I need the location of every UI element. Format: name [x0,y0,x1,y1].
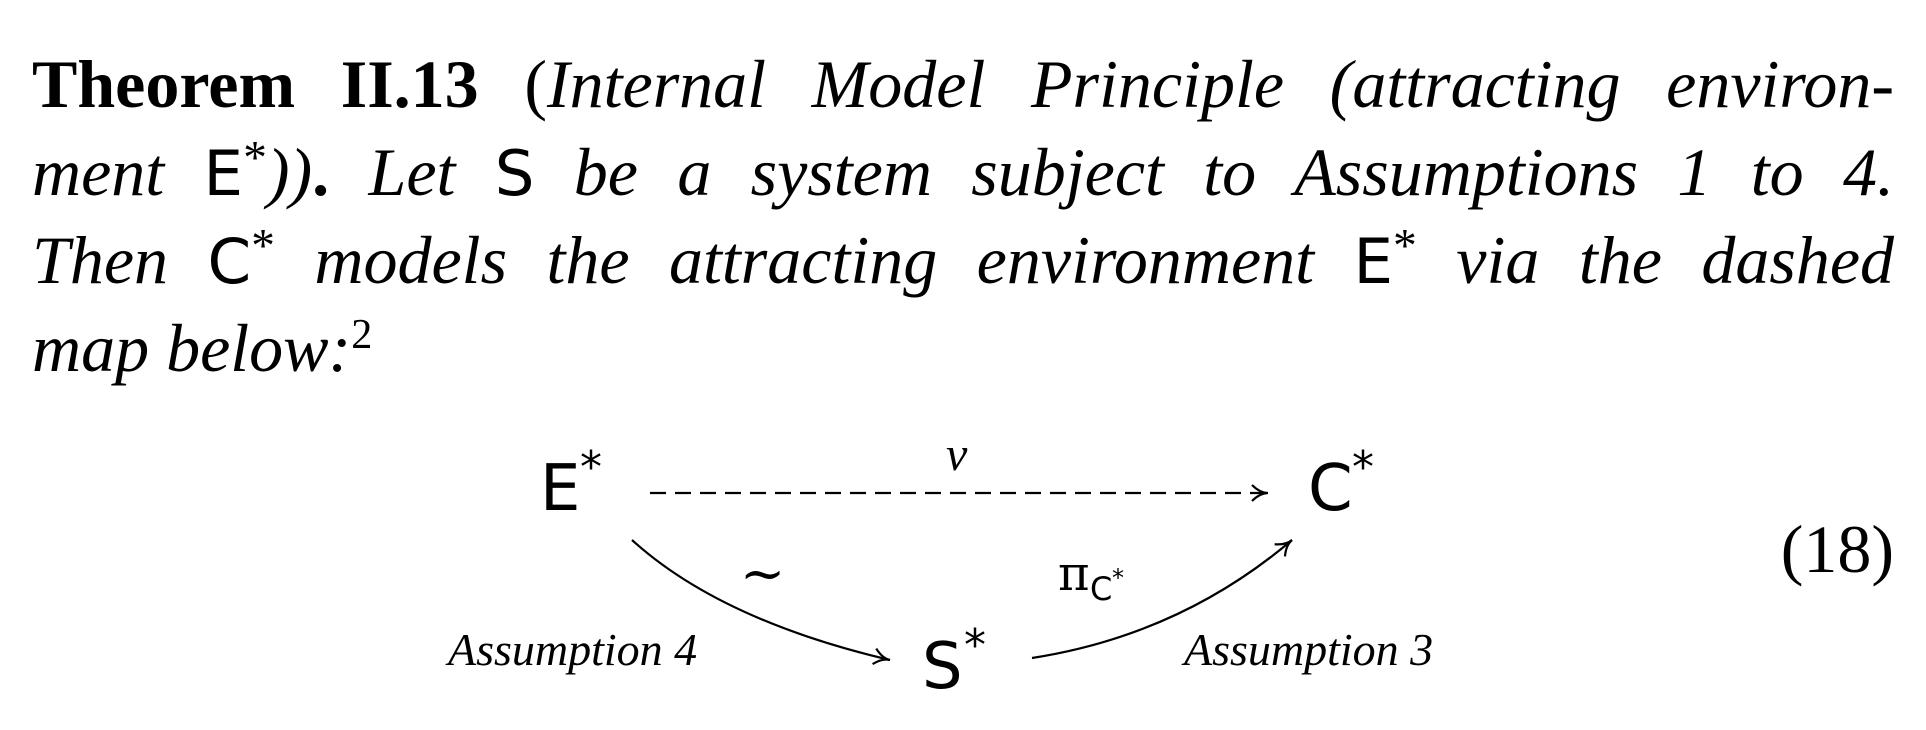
node-e-star-base: E [540,452,580,526]
theorem-line-2: ment E*)). Let S be a system subject to … [32,128,1894,216]
theorem-name-close: )) [266,134,313,210]
pi-subscript-star: * [1112,564,1124,592]
controller-symbol: C [207,225,252,298]
node-s-star-sup: * [964,620,986,671]
nu-label: ν [946,428,968,481]
equation-number: (18) [1780,511,1894,587]
environment-symbol: E [1353,225,1394,298]
assumption-4-caption: Assumption 4 [445,624,697,675]
star-superscript: * [243,132,267,185]
environment-symbol: E [203,137,244,210]
iso-arrow [631,539,891,666]
commutative-diagram: E * C * S * ν ~ Assumption 4 π C * Assum… [445,428,1433,704]
system-symbol: S [494,137,535,210]
node-s-star-base: S [922,630,963,704]
theorem-line-3-mid: models the attracting environment [314,222,1315,298]
then-word: Then [32,222,168,298]
assumption-3-caption: Assumption 3 [1181,624,1433,675]
star-superscript: * [1393,220,1417,273]
theorem-paragraph: Theorem II.13 (Internal Model Principle … [32,40,1894,392]
iso-label: ~ [740,542,785,605]
theorem-line-4: map below:2 [32,304,1894,392]
theorem-line-3-end: via the dashed [1456,222,1894,298]
theorem-line-3: Then C* models the attracting environmen… [32,216,1894,304]
let-word: Let [368,134,456,210]
theorem-name-part1: Internal Model Principle (attracting env… [546,46,1894,122]
pi-subscript: C [1090,570,1112,608]
node-e-star-sup: * [580,442,602,493]
node-c-star-base: C [1308,452,1353,526]
theorem-open-paren: ( [524,46,547,122]
star-superscript: * [251,220,275,273]
theorem-label: Theorem II.13 [32,46,479,122]
theorem-period: . [312,134,330,210]
theorem-line-4-text: map below: [32,310,352,386]
pi-label: π [1058,546,1090,602]
footnote-mark: 2 [351,310,373,358]
projection-arrow [1031,539,1293,660]
node-c-star-sup: * [1352,442,1374,493]
theorem-line-2-rest: be a system subject to Assumptions 1 to … [573,134,1894,210]
theorem-name-part2: ment [32,134,165,210]
theorem-line-1: Theorem II.13 (Internal Model Principle … [32,40,1894,128]
